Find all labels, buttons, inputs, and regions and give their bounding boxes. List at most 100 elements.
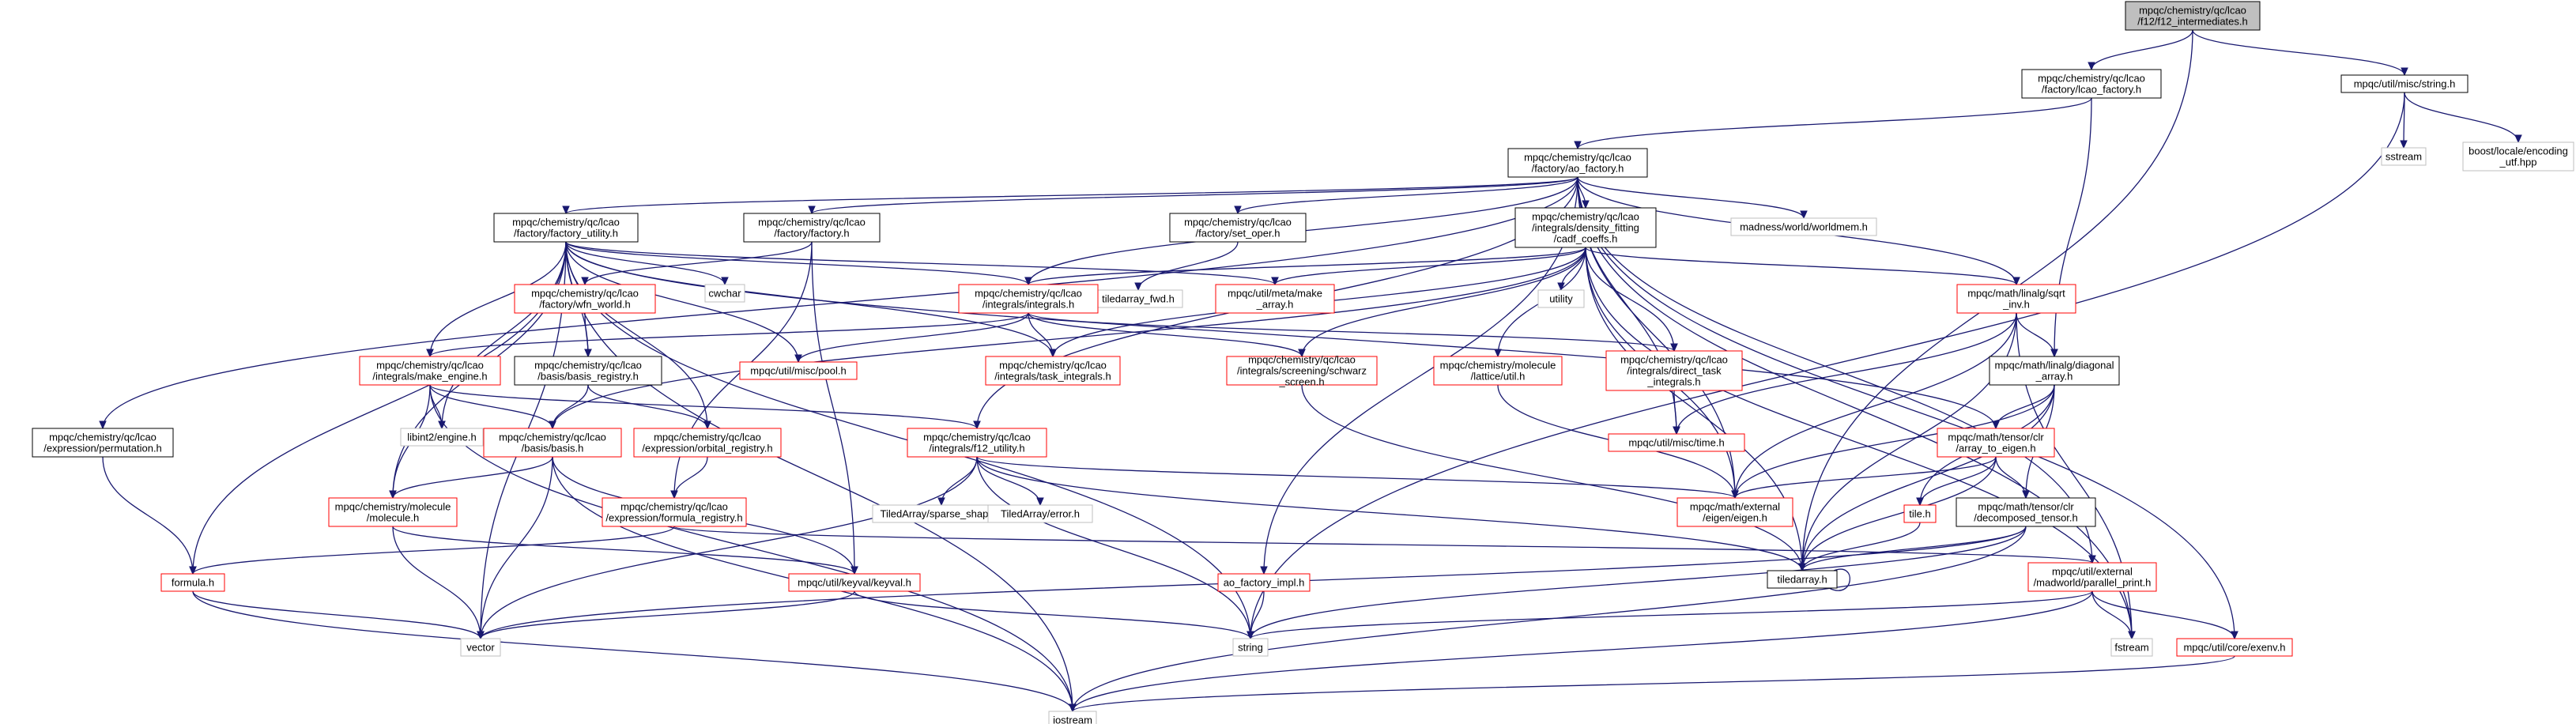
edge-formula_registry-to-parallel_print [673,526,2096,564]
node-label: /expression/formula_registry.h [605,512,742,524]
node-tiledarray-h[interactable]: tiledarray.h [1767,570,1838,589]
node-label: ao_factory_impl.h [1224,577,1305,589]
node-wfn-world[interactable]: mpqc/chemistry/qc/lcao/factory/wfn_world… [514,284,656,314]
node-direct-task[interactable]: mpqc/chemistry/qc/lcao/integrals/direct_… [1605,350,1743,391]
edge-sqrt_inv-to-eigen_h [1731,312,2017,500]
edge-orbital_registry-to-formula_registry [670,456,708,500]
node-libint2-engine[interactable]: libint2/engine.h [400,428,484,447]
edge-lcao_factory-to-diagonal_array [2050,97,2092,358]
node-parallel-print[interactable]: mpqc/util/external/madworld/parallel_pri… [2027,562,2157,592]
node-label: /factory/factory_utility.h [514,228,618,239]
node-label: mpqc/chemistry/qc/lcao [2038,73,2145,85]
node-label: mpqc/chemistry/qc/lcao [1620,354,1728,366]
node-make-engine[interactable]: mpqc/chemistry/qc/lcao/integrals/make_en… [359,356,501,386]
node-label: mpqc/chemistry/qc/lcao [49,432,157,443]
node-label: /decomposed_tensor.h [1974,512,2078,524]
node-sstream[interactable]: sstream [2381,147,2427,166]
edge-wfn_world-to-basis_registry [584,312,592,358]
node-label: tiledarray_fwd.h [1102,293,1175,305]
node-box [1730,217,1877,236]
node-string-h[interactable]: mpqc/util/misc/string.h [2340,74,2469,93]
node-ao-factory[interactable]: mpqc/chemistry/qc/lcao/factory/ao_factor… [1507,148,1648,178]
node-task-integrals[interactable]: mpqc/chemistry/qc/lcao/integrals/task_in… [985,356,1121,386]
node-box [987,504,1093,523]
node-lcao-factory[interactable]: mpqc/chemistry/qc/lcao/factory/lcao_fact… [2021,69,2162,99]
node-ao-factory-impl[interactable]: ao_factory_impl.h [1217,573,1311,592]
node-label: vector [466,642,495,654]
node-density-fitting[interactable]: mpqc/chemistry/qc/lcao/integrals/density… [1514,207,1657,248]
node-label: /madworld/parallel_print.h [2034,577,2152,589]
node-root[interactable]: mpqc/chemistry/qc/lcao/f12/f12_intermedi… [2125,1,2261,31]
node-array-to-eigen[interactable]: mpqc/math/tensor/clr/array_to_eigen.h [1937,428,2055,458]
edge-permutation-to-formula_h [102,456,197,575]
node-label: mpqc/chemistry/qc/lcao [1184,217,1292,228]
node-label: boost/locale/encoding [2469,145,2568,157]
edge-ao_factory-to-ao_factory_impl [1260,176,1578,575]
node-box [1433,356,1563,386]
node-integrals-h[interactable]: mpqc/chemistry/qc/lcao/integrals/integra… [958,284,1099,314]
node-label: /basis/basis.h [522,443,584,454]
edge-f12_utility-to-ta_error [976,456,1044,507]
node-utility[interactable]: utility [1537,289,1585,308]
node-label: /integrals/f12_utility.h [929,443,1024,454]
edge-factory_utility-to-cwchar [565,241,729,286]
node-box [328,497,458,527]
node-decomposed-tensor[interactable]: mpqc/math/tensor/clr/decomposed_tensor.h [1956,497,2096,527]
node-vector[interactable]: vector [460,638,501,657]
node-sparse-shape[interactable]: TiledArray/sparse_shape.h [872,504,1011,523]
node-keyval-h[interactable]: mpqc/util/keyval/keyval.h [788,573,921,592]
node-pool-h[interactable]: mpqc/util/misc/pool.h [739,361,858,380]
node-formula-h[interactable]: formula.h [160,573,225,592]
node-label: mpqc/chemistry/qc/lcao [1532,211,1639,223]
node-factory-utility[interactable]: mpqc/chemistry/qc/lcao/factory/factory_u… [493,213,639,243]
node-string[interactable]: string [1232,638,1269,657]
node-worldmem[interactable]: madness/world/worldmem.h [1730,217,1877,236]
node-box [1608,433,1745,452]
node-box [1217,573,1311,592]
node-orbital-registry[interactable]: mpqc/chemistry/qc/lcao/expression/orbita… [633,428,782,458]
edge-ao_factory-to-factory_h [808,176,1578,215]
node-label: mpqc/chemistry/qc/lcao [531,288,639,300]
edge-factory_utility-to-array_to_eigen [565,241,2000,430]
node-sqrt-inv[interactable]: mpqc/math/linalg/sqrt_inv.h [1956,284,2076,314]
node-box [2110,638,2153,657]
node-set-oper[interactable]: mpqc/chemistry/qc/lcao/factory/set_oper.… [1169,213,1307,243]
node-exenv[interactable]: mpqc/util/core/exenv.h [2176,638,2293,657]
node-label: mpqc/chemistry/qc/lcao [499,432,606,443]
node-label: mpqc/chemistry/qc/lcao [534,360,642,371]
edge-array_to_eigen-to-decomposed_tensor [1995,456,2030,500]
node-label: /array_to_eigen.h [1956,443,2035,454]
node-diagonal-array[interactable]: mpqc/math/linalg/diagonal_array.h [1989,356,2120,386]
node-basis-h[interactable]: mpqc/chemistry/qc/lcao/basis/basis.h [483,428,622,458]
node-label: sstream [2386,151,2422,163]
node-label: /cadf_coeffs.h [1554,233,1618,245]
node-label: utility [1549,293,1573,305]
node-basis-registry[interactable]: mpqc/chemistry/qc/lcao/basis/basis_regis… [514,356,662,386]
node-lattice-util[interactable]: mpqc/chemistry/molecule/lattice/util.h [1433,356,1563,386]
node-box [514,356,662,386]
node-box [602,497,747,527]
node-ta-error[interactable]: TiledArray/error.h [987,504,1093,523]
node-eigen-h[interactable]: mpqc/math/external/eigen/eigen.h [1676,497,1793,527]
node-formula-registry[interactable]: mpqc/chemistry/qc/lcao/expression/formul… [602,497,747,527]
node-label: cwchar [708,288,741,300]
node-permutation[interactable]: mpqc/chemistry/qc/lcao/expression/permut… [32,428,174,458]
node-iostream[interactable]: iostream [1048,711,1097,724]
node-label: fstream [2114,642,2148,654]
node-time-h[interactable]: mpqc/util/misc/time.h [1608,433,1745,452]
node-boost-enc[interactable]: boost/locale/encoding_utf.hpp [2462,141,2574,172]
node-label: /molecule.h [367,512,419,524]
node-tile-h[interactable]: tile.h [1903,504,1937,523]
edge-diagonal_array-to-tiledarray_h [1798,384,2055,572]
node-cwchar[interactable]: cwchar [704,284,745,303]
node-box [514,284,656,314]
node-f12-utility[interactable]: mpqc/chemistry/qc/lcao/integrals/f12_uti… [907,428,1047,458]
edge-f12_utility-to-string [976,456,1254,640]
node-fstream[interactable]: fstream [2110,638,2153,657]
node-factory-h[interactable]: mpqc/chemistry/qc/lcao/factory/factory.h [743,213,881,243]
node-schwarz[interactable]: mpqc/chemistry/qc/lcao/integrals/screeni… [1226,354,1378,388]
node-make-array[interactable]: mpqc/util/meta/make_array.h [1215,284,1335,314]
node-molecule-h[interactable]: mpqc/chemistry/molecule/molecule.h [328,497,458,527]
edge-integrals_h-to-direct_task [1028,312,1678,353]
node-tiledarray-fwd[interactable]: tiledarray_fwd.h [1093,289,1183,308]
